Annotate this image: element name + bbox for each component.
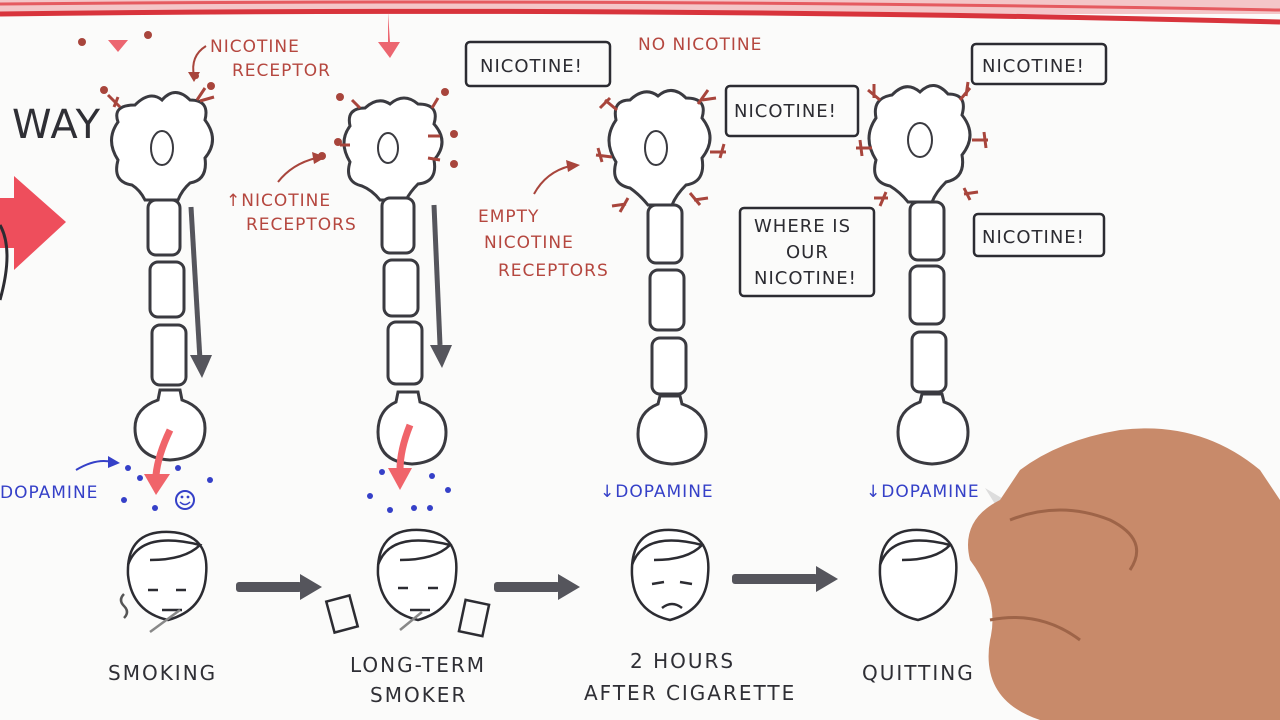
caption-long-term-1: LONG-TERM [350, 653, 486, 677]
caption-smoking: SMOKING [108, 661, 217, 685]
red-side-arrow [0, 176, 66, 301]
receptors-3 [595, 89, 726, 213]
dopamine-label-two-hours: ↓DOPAMINE [600, 482, 714, 502]
bubble-nicotine-2: NICOTINE! [724, 84, 860, 138]
bubble-line-3: NICOTINE! [754, 268, 857, 289]
neuron-4 [867, 84, 972, 466]
bubble-nicotine-3: NICOTINE! [970, 42, 1108, 86]
annotation-empty-line-3: RECEPTORS [498, 261, 609, 281]
bubble-text: NICOTINE! [734, 101, 837, 122]
receptors-4 [856, 81, 988, 207]
title-fragment: WAY [12, 102, 101, 148]
hand-with-pen [968, 428, 1280, 720]
dopamine-dots-2 [367, 469, 451, 513]
bubble-where-is: WHERE IS OUR NICOTINE! [738, 206, 876, 298]
smiley-icon [175, 490, 195, 510]
bubble-line-1: WHERE IS [754, 216, 851, 237]
caption-two-hours-1: 2 HOURS [630, 649, 735, 673]
annotation-line-2: RECEPTOR [232, 61, 331, 81]
dopamine-label-quitting: ↓DOPAMINE [866, 482, 980, 502]
neuron-3 [607, 89, 712, 466]
dopamine-label-smoking: DOPAMINE [0, 483, 98, 503]
bubble-line-2: OUR [786, 242, 829, 263]
caption-long-term-2: SMOKER [370, 683, 467, 707]
face-long-term [324, 528, 491, 638]
annotation-empty-receptors: EMPTY NICOTINE [478, 160, 580, 253]
bubble-text: NICOTINE! [982, 56, 1085, 77]
caption-quitting: QUITTING [862, 661, 975, 685]
face-smoking [119, 530, 208, 634]
annotation-line-1: EMPTY [478, 207, 539, 227]
annotation-line-1: ↑NICOTINE [226, 191, 331, 211]
top-banner [0, 0, 1280, 25]
neuron-1 [110, 91, 214, 462]
bubble-text: NICOTINE! [480, 56, 583, 77]
face-quitting [878, 528, 958, 622]
bubble-nicotine-1: NICOTINE! [464, 40, 612, 88]
receptors-2 [318, 88, 458, 168]
dopamine-dots-1 [121, 465, 213, 511]
face-two-hours [630, 528, 710, 622]
annotation-no-nicotine: NO NICOTINE [638, 35, 762, 55]
annotation-line-2: NICOTINE [484, 233, 574, 253]
annotation-line-1: NICOTINE [210, 37, 300, 57]
caption-two-hours-2: AFTER CIGARETTE [584, 681, 796, 705]
bubble-text: NICOTINE! [982, 227, 1085, 248]
annotation-nicotine-receptor: NICOTINE RECEPTOR [188, 37, 331, 82]
annotation-up-receptors: ↑NICOTINE RECEPTORS [226, 152, 357, 235]
annotation-line-2: RECEPTORS [246, 215, 357, 235]
neuron-2 [342, 96, 452, 466]
bubble-nicotine-4: NICOTINE! [972, 212, 1106, 258]
process-arrows [236, 566, 838, 600]
